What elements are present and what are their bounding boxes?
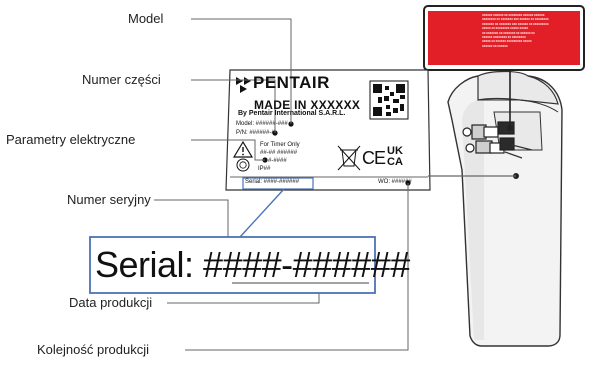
ukca-mark-bottom: CA (387, 156, 403, 168)
warning-triangle-icon (232, 140, 254, 158)
softener-side-shade (462, 100, 484, 340)
water-softener (423, 5, 585, 347)
wo-field: WO: ###### (378, 179, 412, 185)
callout-model: Model (128, 11, 164, 26)
part-number-leader (191, 79, 276, 133)
class-ii-symbol-icon (236, 158, 250, 172)
production-sequence-leader (185, 183, 409, 351)
model-leader (191, 18, 292, 124)
part-number-field: P/N: ######-# (236, 130, 275, 136)
made-in-text: MADE IN XXXXXX (254, 98, 361, 112)
warning-line: XXXXX XX XXXXXXXX XXXXX XXXXX (482, 27, 529, 31)
warning-line: XXXXXX XXXXXXXX XX XXXXXXXX (482, 36, 526, 40)
pentair-logo-icon (236, 77, 251, 93)
ukca-mark-top: UK (387, 145, 403, 157)
warning-line: XXXXXX XX XXXXXX (482, 44, 508, 48)
company-text: By Pentair International S.A.R.L. (238, 110, 346, 117)
brand-name: PENTAIR (253, 73, 330, 92)
serial-zoom-text: Serial: ####-###### (95, 244, 410, 285)
softener-lid-edge (478, 99, 559, 113)
warning-line: XXXXXX XXXXXX XX XXXXXXXX XXXXXX XXXXXX (482, 14, 545, 17)
zoom-connector (239, 188, 285, 238)
warning-line: XX XXXXXXX XX XXXXXXX XX XXXXXX XX (482, 31, 535, 35)
serial-number-leader (154, 199, 229, 245)
callout-serial-number: Numer seryjny (67, 192, 151, 207)
weee-bin-icon (337, 145, 361, 171)
softener-lid (477, 70, 559, 105)
warning-line: XXXXXXXX XX XXXXXXX XXX XXXXXX XX XXXXXX… (482, 18, 549, 22)
valve-fittings (462, 121, 533, 159)
callout-electrical: Parametry elektryczne (6, 132, 136, 147)
electrical-leader (191, 139, 265, 161)
label-anchor-dot (507, 125, 513, 131)
ip-rating-text: IP## (258, 166, 271, 172)
electrical-line-1: ##-## ###### (260, 150, 298, 156)
serial-highlight-small (242, 177, 314, 190)
serial-zoom (89, 236, 376, 294)
serial-field-small: Serial: ####-###### (245, 179, 300, 185)
callout-production-date: Data produkcji (69, 295, 153, 310)
callout-leaders (154, 18, 409, 351)
warning-label (428, 11, 580, 65)
timer-text: For Timer Only (260, 142, 300, 148)
rating-plate (225, 69, 431, 191)
warning-label-text: XXXXXX XXXXXX XX XXXXXXXX XXXXXX XXXXXX … (482, 14, 576, 62)
callout-production-sequence: Kolejność produkcji (37, 342, 150, 357)
callout-part-number: Numer części (82, 72, 161, 87)
warning-line: XXXXX XX XXXXXX XXXXXXXXX XXXXX (482, 40, 532, 44)
serial-zoom-box (89, 236, 376, 294)
warning-line: XXXXXXX XX XXXXXXX XXX XXXXXX XX XXXXXXX… (482, 22, 549, 26)
model-field: Model: ######-### (236, 121, 288, 127)
qr-code-icon (369, 80, 409, 120)
ce-mark: CE (362, 148, 386, 168)
electrical-line-2: #-#### (268, 158, 287, 164)
